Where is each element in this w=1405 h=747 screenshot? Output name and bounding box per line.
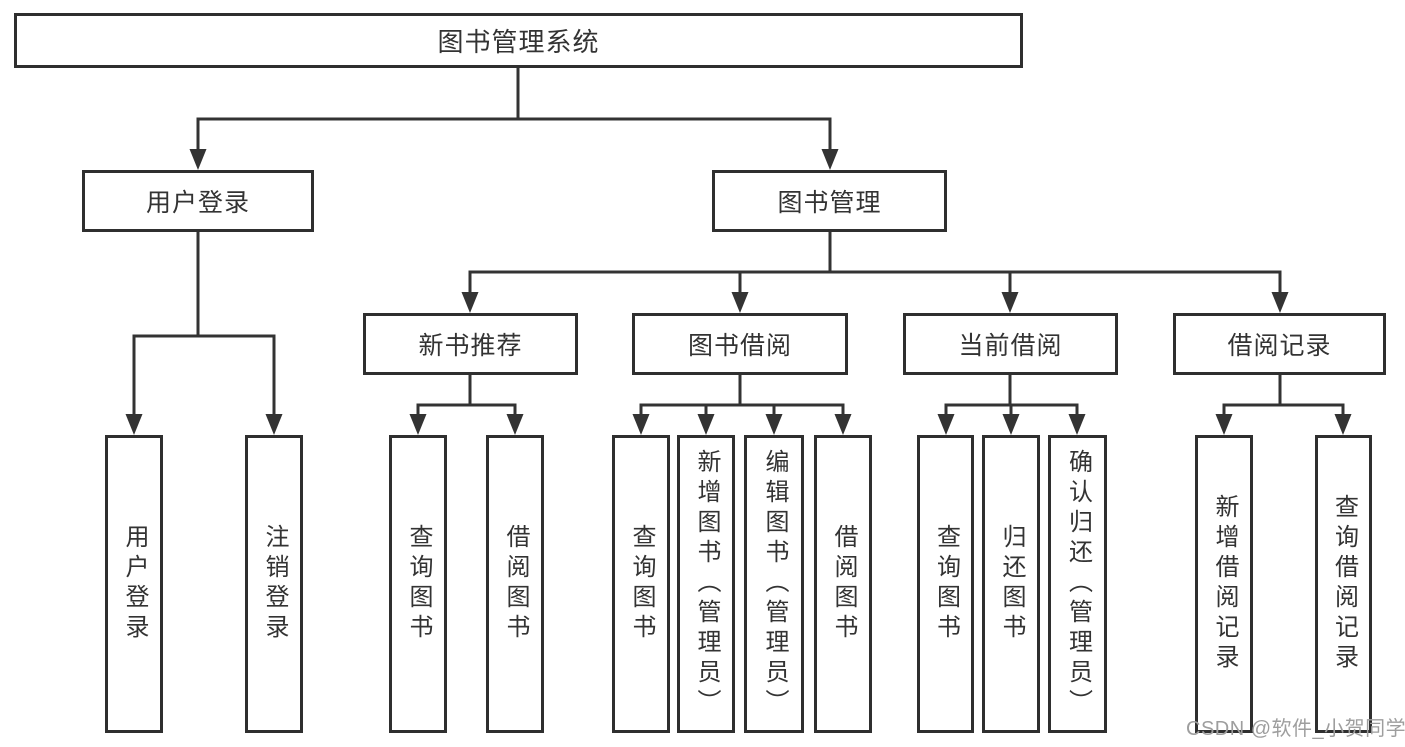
leaf-records-query-record: 查询借阅记录 xyxy=(1315,435,1372,733)
node-label: 用户登录 xyxy=(145,189,250,217)
leaf-current-query-books: 查询图书 xyxy=(917,435,974,733)
arrow-icon xyxy=(765,414,783,435)
leaf-current-confirm-return-admin: 确认归还（管理员） xyxy=(1048,435,1107,733)
leaf-logout: 注销登录 xyxy=(245,435,303,733)
node-label: 用户登录 xyxy=(121,524,148,644)
arrow-icon xyxy=(461,292,479,313)
leaf-borrow-edit-books-admin: 编辑图书（管理员） xyxy=(744,435,804,733)
arrow-icon xyxy=(506,414,524,435)
arrowheads xyxy=(125,149,1352,435)
node-book-borrow: 图书借阅 xyxy=(632,313,848,375)
node-label: 归还图书 xyxy=(998,524,1025,644)
arrow-icon xyxy=(1068,414,1086,435)
arrow-icon xyxy=(1002,414,1020,435)
leaf-records-add-record: 新增借阅记录 xyxy=(1195,435,1253,733)
leaf-borrow-borrow-books: 借阅图书 xyxy=(814,435,872,733)
arrow-icon xyxy=(697,414,715,435)
csdn-watermark: CSDN @软件_小贺同学 xyxy=(1186,718,1405,740)
arrow-icon xyxy=(189,149,207,170)
node-label: 借阅图书 xyxy=(502,524,529,644)
arrow-icon xyxy=(409,414,427,435)
node-label: 当前借阅 xyxy=(958,332,1063,360)
node-borrow-records: 借阅记录 xyxy=(1173,313,1386,375)
arrow-icon xyxy=(821,149,839,170)
leaf-borrow-query-books: 查询图书 xyxy=(612,435,670,733)
arrow-icon xyxy=(1271,292,1289,313)
node-current-borrow: 当前借阅 xyxy=(903,313,1118,375)
node-label: 借阅记录 xyxy=(1227,332,1332,360)
node-label: 新书推荐 xyxy=(418,332,523,360)
arrow-icon xyxy=(265,414,283,435)
node-book-management: 图书管理 xyxy=(712,170,947,232)
node-label: 查询图书 xyxy=(932,524,960,644)
node-new-book-recommend: 新书推荐 xyxy=(363,313,578,375)
node-label: 注销登录 xyxy=(261,524,288,644)
node-label: 查询图书 xyxy=(405,524,432,644)
arrow-icon xyxy=(632,414,650,435)
node-label: 新增借阅记录 xyxy=(1211,494,1238,674)
node-root-system: 图书管理系统 xyxy=(14,13,1023,68)
leaf-newbook-query-books: 查询图书 xyxy=(389,435,447,733)
arrow-icon xyxy=(125,414,143,435)
node-label: 图书借阅 xyxy=(687,332,792,360)
node-label: 新增图书（管理员） xyxy=(693,449,720,719)
leaf-newbook-borrow-books: 借阅图书 xyxy=(486,435,544,733)
arrow-icon xyxy=(1215,414,1233,435)
node-label: 编辑图书（管理员） xyxy=(761,449,788,719)
node-label: 查询图书 xyxy=(628,524,655,644)
node-label: 图书管理系统 xyxy=(437,27,600,57)
node-user-login: 用户登录 xyxy=(82,170,314,232)
node-label: 借阅图书 xyxy=(830,524,857,644)
arrow-icon xyxy=(731,292,749,313)
node-label: 确认归还（管理员） xyxy=(1064,449,1092,719)
node-label: 图书管理 xyxy=(777,189,882,217)
leaf-borrow-add-books-admin: 新增图书（管理员） xyxy=(677,435,735,733)
arrow-icon xyxy=(1001,292,1019,313)
arrow-icon xyxy=(1334,414,1352,435)
arrow-icon xyxy=(937,414,955,435)
leaf-user-login: 用户登录 xyxy=(105,435,163,733)
arrow-icon xyxy=(834,414,852,435)
node-label: 查询借阅记录 xyxy=(1330,494,1358,674)
leaf-current-return-books: 归还图书 xyxy=(982,435,1040,733)
